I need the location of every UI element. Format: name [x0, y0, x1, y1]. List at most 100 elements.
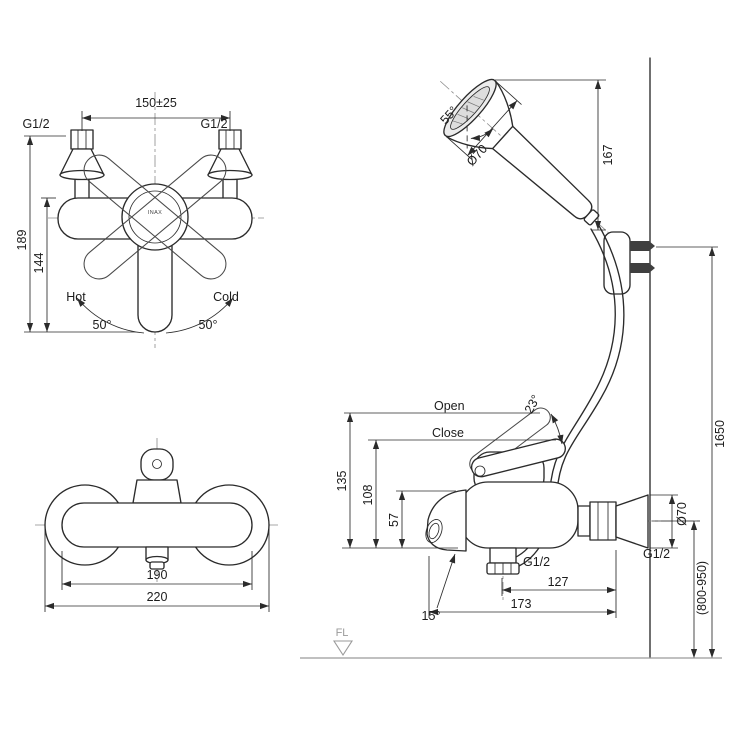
cold-label: Cold [213, 290, 239, 304]
holder-body [603, 231, 631, 295]
dim-label: 189 [15, 230, 29, 251]
nut-facets [597, 502, 609, 540]
angle-50-left-label: 50° [93, 318, 112, 332]
lever-pivot [474, 465, 486, 477]
dim-escutcheon-dia70: Ø70 [650, 494, 689, 549]
wall-pins [630, 241, 655, 273]
dim-height-135: 135 [335, 412, 540, 549]
indicator-dot [152, 459, 162, 469]
wall-connection [577, 494, 649, 549]
lever-outline [83, 154, 227, 280]
shower-head-view: 55° Ø70 167 [438, 57, 655, 659]
shower-outlet-bottom [145, 546, 169, 570]
dim-label: 220 [147, 590, 168, 604]
close-label: Close [432, 426, 464, 440]
connector [222, 179, 238, 199]
dim-outlet-127: 127 [501, 550, 617, 618]
mixer-body-bottom [61, 502, 253, 548]
dim-width-190: 190 [61, 551, 253, 590]
thread-label-left: G1/2 [22, 117, 49, 131]
supply-nut [218, 129, 242, 150]
thread-label-right: G1/2 [200, 117, 227, 131]
dim-length-167: 167 [495, 79, 615, 231]
dim-label: 57 [387, 513, 401, 527]
inax-logo: INAX [148, 210, 162, 216]
handle-knob [132, 448, 182, 504]
dim-label: 1650 [713, 420, 727, 448]
front-view: INAX Hot Cold 50° 50° 150±25 G1/2 G1/2 1… [15, 92, 264, 348]
extension-lines [495, 79, 606, 231]
floor: FL [300, 627, 722, 659]
lever-outline [83, 154, 227, 280]
dim-label: 173 [511, 597, 532, 611]
knob-collar [132, 479, 182, 504]
extension-lines [44, 529, 270, 612]
angle-23: 23° [522, 392, 564, 445]
vertical-reference [466, 105, 468, 149]
lever-outline [470, 438, 566, 478]
dim-install-range: (800-950) [652, 520, 709, 658]
nut-facets [494, 563, 512, 574]
wall-thread-label: G1/2 [643, 547, 670, 561]
supply-nut [70, 129, 94, 150]
hot-label: Hot [66, 290, 86, 304]
angle-label: 23° [522, 392, 543, 415]
dim-label: 108 [361, 485, 375, 506]
dim-height-108: 108 [361, 439, 556, 548]
supply-connection-left [59, 129, 105, 199]
dim-label: 135 [335, 471, 349, 492]
lever-close-position [470, 438, 566, 478]
extension-lines [342, 412, 540, 549]
shower-handle [491, 125, 593, 220]
wall-escutcheon [615, 494, 649, 549]
side-view: Open Close 135 108 57 23° G1/2 127 [300, 246, 727, 659]
connector [74, 179, 90, 199]
dia70-extension-lines [447, 82, 522, 160]
escutcheon-rim [59, 169, 105, 181]
angle-15: 15° [422, 553, 456, 623]
spout-opening [425, 519, 443, 543]
shower-holder [603, 231, 655, 295]
nut-facets [77, 130, 87, 149]
spout-opening-inner [428, 522, 440, 540]
handle-cap-inner [128, 190, 182, 244]
dim-label: 150±25 [135, 96, 177, 110]
extension-lines [650, 494, 678, 549]
angle-arc [550, 413, 564, 445]
body-housing [459, 481, 579, 549]
nut-facets [225, 130, 235, 149]
dim-label: (800-950) [695, 561, 709, 615]
knob [140, 448, 174, 481]
dim-label: 144 [32, 253, 46, 274]
hand-shower [440, 78, 610, 235]
union-ring [577, 505, 591, 537]
outlet-body [489, 547, 517, 564]
supply-connection-right [207, 129, 253, 199]
dia70-dim-line [467, 100, 518, 156]
dim-width-220: 220 [44, 529, 270, 612]
angle-label: 15° [422, 609, 441, 623]
escutcheon-rim [207, 169, 253, 181]
dim-total-1650: 1650 [656, 246, 727, 658]
lever-ghost-right [83, 154, 227, 280]
outlet-thread-label: G1/2 [523, 555, 550, 569]
dim-height-189: 189 [15, 135, 136, 333]
open-label: Open [434, 399, 465, 413]
angle-50-right-label: 50° [199, 318, 218, 332]
dim-spout-173: 173 [428, 556, 616, 618]
dim-spacing-150: 150±25 [81, 96, 231, 131]
dim-height-144: 144 [32, 197, 56, 332]
leader-line [436, 553, 456, 609]
dim-label: Ø70 [675, 502, 689, 526]
union-nut [589, 501, 617, 541]
floor-level-marker [332, 640, 354, 657]
dim-label: 190 [147, 568, 168, 582]
swing-arc-left [76, 297, 145, 334]
dim-label: 127 [548, 575, 569, 589]
lever-ghost-left [83, 154, 227, 280]
dim-height-57: 57 [387, 490, 456, 548]
shower-outlet-side [486, 547, 520, 575]
floor-label: FL [336, 627, 349, 639]
